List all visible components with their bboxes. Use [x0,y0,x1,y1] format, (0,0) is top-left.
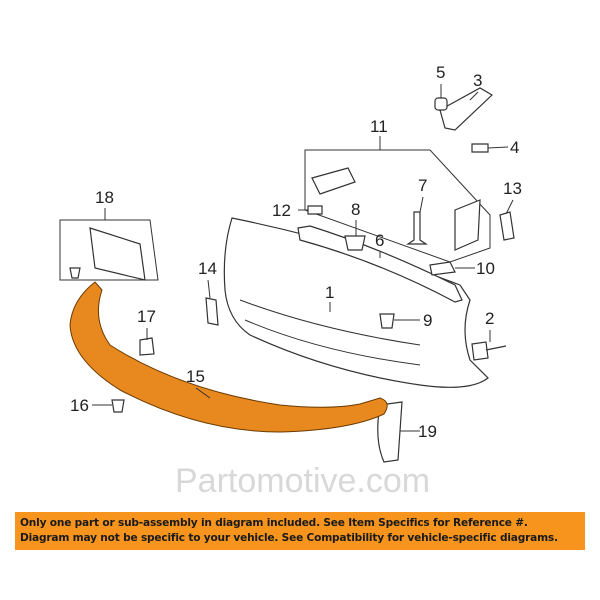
screw [471,143,489,153]
callout-7: 7 [418,176,427,195]
callout-10: 10 [476,259,495,278]
callout-4: 4 [510,138,519,157]
screw-18 [69,267,81,279]
screw-12 [307,205,323,215]
bolt-2 [471,341,507,361]
watermark: Partomotive.com [175,462,430,500]
grommet [344,235,366,251]
lower-valance-highlighted [69,281,388,433]
callout-1: 1 [325,283,334,302]
bracket-left [311,167,356,195]
license-bracket [89,227,146,281]
callout-19: 19 [418,422,437,441]
clip-17 [139,337,155,356]
callout-9: 9 [423,311,432,330]
bracket-right [454,199,481,251]
disclaimer-line-1: Only one part or sub-assembly in diagram… [20,517,528,529]
disclaimer-line-2: Diagram may not be specific to your vehi… [20,532,558,544]
callout-8: 8 [351,200,360,219]
callout-14: 14 [198,259,217,278]
clip-9 [379,313,395,329]
clip [499,211,515,241]
callout-18: 18 [95,188,114,207]
callout-12: 12 [272,201,291,220]
disclaimer-banner: Only one part or sub-assembly in diagram… [15,512,585,550]
callout-13: 13 [503,179,522,198]
nut-16 [111,399,125,413]
side-bracket [439,87,493,131]
callout-11: 11 [370,117,388,136]
callout-5: 5 [436,63,445,82]
bracket-10 [429,261,456,276]
callout-15: 15 [186,367,205,386]
callout-16: 16 [70,396,89,415]
callout-6: 6 [375,231,384,250]
callout-17: 17 [137,307,156,326]
bracket-14 [205,297,219,326]
bolt [406,211,428,245]
callout-3: 3 [473,71,482,90]
callout-2: 2 [485,309,494,328]
nut [434,97,448,111]
